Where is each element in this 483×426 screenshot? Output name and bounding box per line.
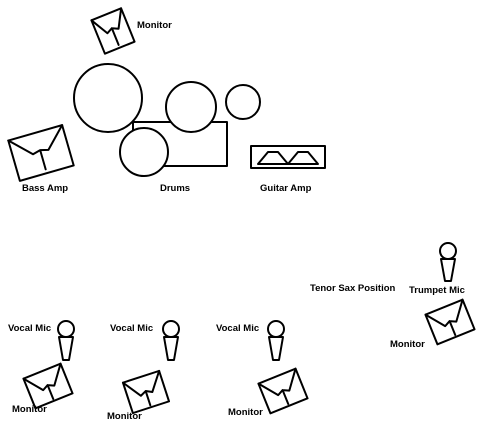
bass-amp-icon [7,124,75,182]
monitor-wedge-icon [121,369,171,415]
bass-drum [73,63,143,133]
vocal-mic-3-label: Vocal Mic [216,323,259,334]
rack-tom [165,81,217,133]
microphone-icon [439,242,457,282]
cymbal [225,84,261,120]
monitor-right-label: Monitor [390,339,425,350]
drums-label: Drums [160,183,190,194]
monitor-wedge-icon [257,367,309,415]
monitor-1-label: Monitor [12,404,47,415]
monitor-wedge-icon [424,298,476,346]
microphone-icon [57,320,75,361]
guitar-amp-icon [250,145,326,169]
monitor-wedge-icon [90,7,136,55]
trumpet-mic-label: Trumpet Mic [409,285,465,296]
monitor-wedge-icon [22,362,74,410]
monitor-top-label: Monitor [137,20,172,31]
tenor-sax-label: Tenor Sax Position [310,283,396,294]
floor-tom [119,127,169,177]
vocal-mic-1-label: Vocal Mic [8,323,51,334]
microphone-icon [267,320,285,361]
monitor-3-label: Monitor [228,407,263,418]
bass-amp-label: Bass Amp [22,183,68,194]
vocal-mic-2-label: Vocal Mic [110,323,153,334]
guitar-amp-label: Guitar Amp [260,183,312,194]
drum-kit-icon [73,63,261,177]
monitor-2-label: Monitor [107,411,142,422]
microphone-icon [162,320,180,361]
